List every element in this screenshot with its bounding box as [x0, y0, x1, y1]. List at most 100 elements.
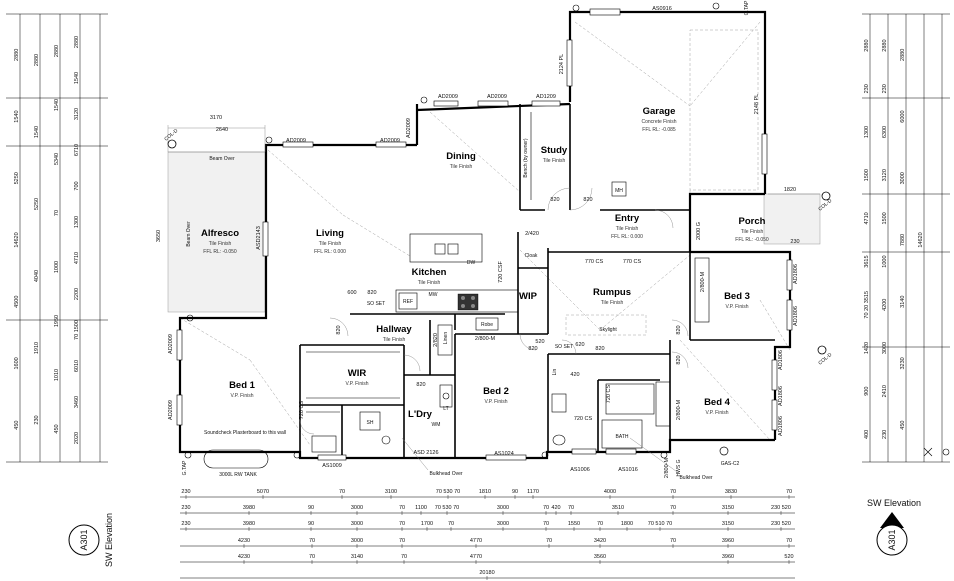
dimension-value: 900 [864, 387, 870, 396]
dimension-value: 70 [309, 554, 315, 560]
column-marker-icon [167, 139, 177, 149]
window-code: 2148 PL [754, 94, 760, 115]
door-size: 720 CS [574, 416, 593, 422]
dimension-value: 2880 [34, 54, 40, 66]
room-name: Dining [446, 151, 476, 162]
dimension-value: 70 [309, 538, 315, 544]
dimension-value: 1420 [864, 342, 870, 354]
dimension-value: 1170 [527, 489, 539, 495]
dimension-value: 3830 [725, 489, 737, 495]
room-finish: Tile Finish [741, 229, 764, 235]
room-name-cloak: Cloak [525, 253, 538, 259]
downpipe-icon [942, 448, 950, 456]
dimension-value: 1540 [74, 72, 80, 84]
dimension-value: 3980 [243, 505, 255, 511]
dimension-value: 3000 [497, 521, 509, 527]
microwave-label: MW [429, 292, 438, 298]
door-size: 820 [367, 290, 376, 296]
door-size: 2/800-M [700, 271, 706, 292]
dimension-value: 2880 [74, 36, 80, 48]
dimension-value: 1800 [621, 521, 633, 527]
window-code: AD1806 [793, 264, 799, 284]
column-marker-icon [817, 345, 827, 355]
fridge-box [398, 292, 418, 310]
door-size: 2000 G [696, 222, 702, 240]
window-code: AD1806 [778, 386, 784, 406]
porch-hatch [763, 193, 821, 245]
column-marker-icon [821, 191, 831, 201]
door-size: 2/800-M [664, 457, 670, 478]
skylight-label: Skylight [599, 327, 617, 333]
room-finish: Tile Finish [543, 158, 566, 164]
door-size: 520 [535, 339, 544, 345]
window-code: ASD 2126 [413, 450, 438, 456]
dimension-value: 2020 [74, 432, 80, 444]
room-level: FFL RL: -0.050 [735, 237, 769, 243]
dimension-value: 70 [448, 521, 454, 527]
room-level: FFL RL: 0.000 [611, 234, 643, 240]
linen-label: Linen [443, 332, 449, 344]
dimension-value: 90 [512, 489, 518, 495]
dimension-value: 1540 [34, 126, 40, 138]
dimension-value: 70 [543, 505, 549, 511]
dimension-value: 6010 [74, 360, 80, 372]
room-level: FFL RL: -0.050 [203, 249, 237, 255]
window-code: AD2009 [286, 138, 306, 144]
elevation-marker-right: A301 SW Elevation [867, 498, 921, 556]
dimension-value: 230 520 [771, 505, 791, 511]
room-name: Bed 2 [483, 386, 509, 397]
dimension-value: 1540 [14, 110, 20, 122]
downpipe-icon [712, 2, 720, 10]
downpipe-icon [541, 451, 549, 459]
window-code: AS1016 [618, 467, 638, 473]
dimension-value: 1500 [882, 212, 888, 224]
dimension-value: 3000 [351, 521, 363, 527]
dimension-value: 4200 [882, 299, 888, 311]
dimension-value: 70 510 70 [648, 521, 672, 527]
window-code: AD1806 [778, 416, 784, 436]
door-size: 820 [416, 382, 425, 388]
dimension-value: 4500 [14, 296, 20, 308]
window-markers [176, 8, 793, 461]
bath-label: BATH [616, 434, 629, 440]
elevation-title: SW Elevation [104, 513, 114, 567]
elevation-title: SW Elevation [867, 498, 921, 508]
room-bed1: Bed 1V.P. Finish [229, 380, 256, 399]
room-name: Kitchen [412, 267, 447, 278]
dimension-value: 1700 [421, 521, 433, 527]
dimension-value: 70 [399, 505, 405, 511]
dimension-value: 5070 [257, 489, 269, 495]
dimension-value: 70 [401, 554, 407, 560]
dimension-value: 70 [597, 521, 603, 527]
room-name: Living [316, 228, 344, 239]
dimension-value: 3615 [864, 255, 870, 267]
dimension-label: 3650 [156, 230, 162, 242]
window-code: AD2009 [487, 94, 507, 100]
dimension-value: 5250 [14, 172, 20, 184]
dimension-value: 450 [14, 421, 20, 430]
dimension-value: 3000 [497, 505, 509, 511]
dimension-value: 230 [181, 505, 190, 511]
downpipe-icon [660, 451, 668, 459]
dimension-value: 1810 [479, 489, 491, 495]
dimension-value: 1550 [568, 521, 580, 527]
room-name: Hallway [376, 324, 412, 335]
column-label: COL-D [817, 352, 833, 367]
dimension-value: 4000 [604, 489, 616, 495]
dimension-value: 3000 [900, 172, 906, 184]
downpipe-icon [572, 4, 580, 12]
dimension-value: 3000 [882, 342, 888, 354]
dimension-value: 400 [864, 430, 870, 439]
downpipe-icon [265, 136, 273, 144]
bulkhead-label: Bulkhead Over [679, 475, 712, 481]
room-finish: Tile Finish [383, 337, 406, 343]
door-size: 720 CS [606, 385, 612, 404]
door-size: 2/800-M [676, 399, 682, 420]
room-name: L'Dry [408, 409, 433, 420]
dimension-value: 70 [670, 489, 676, 495]
